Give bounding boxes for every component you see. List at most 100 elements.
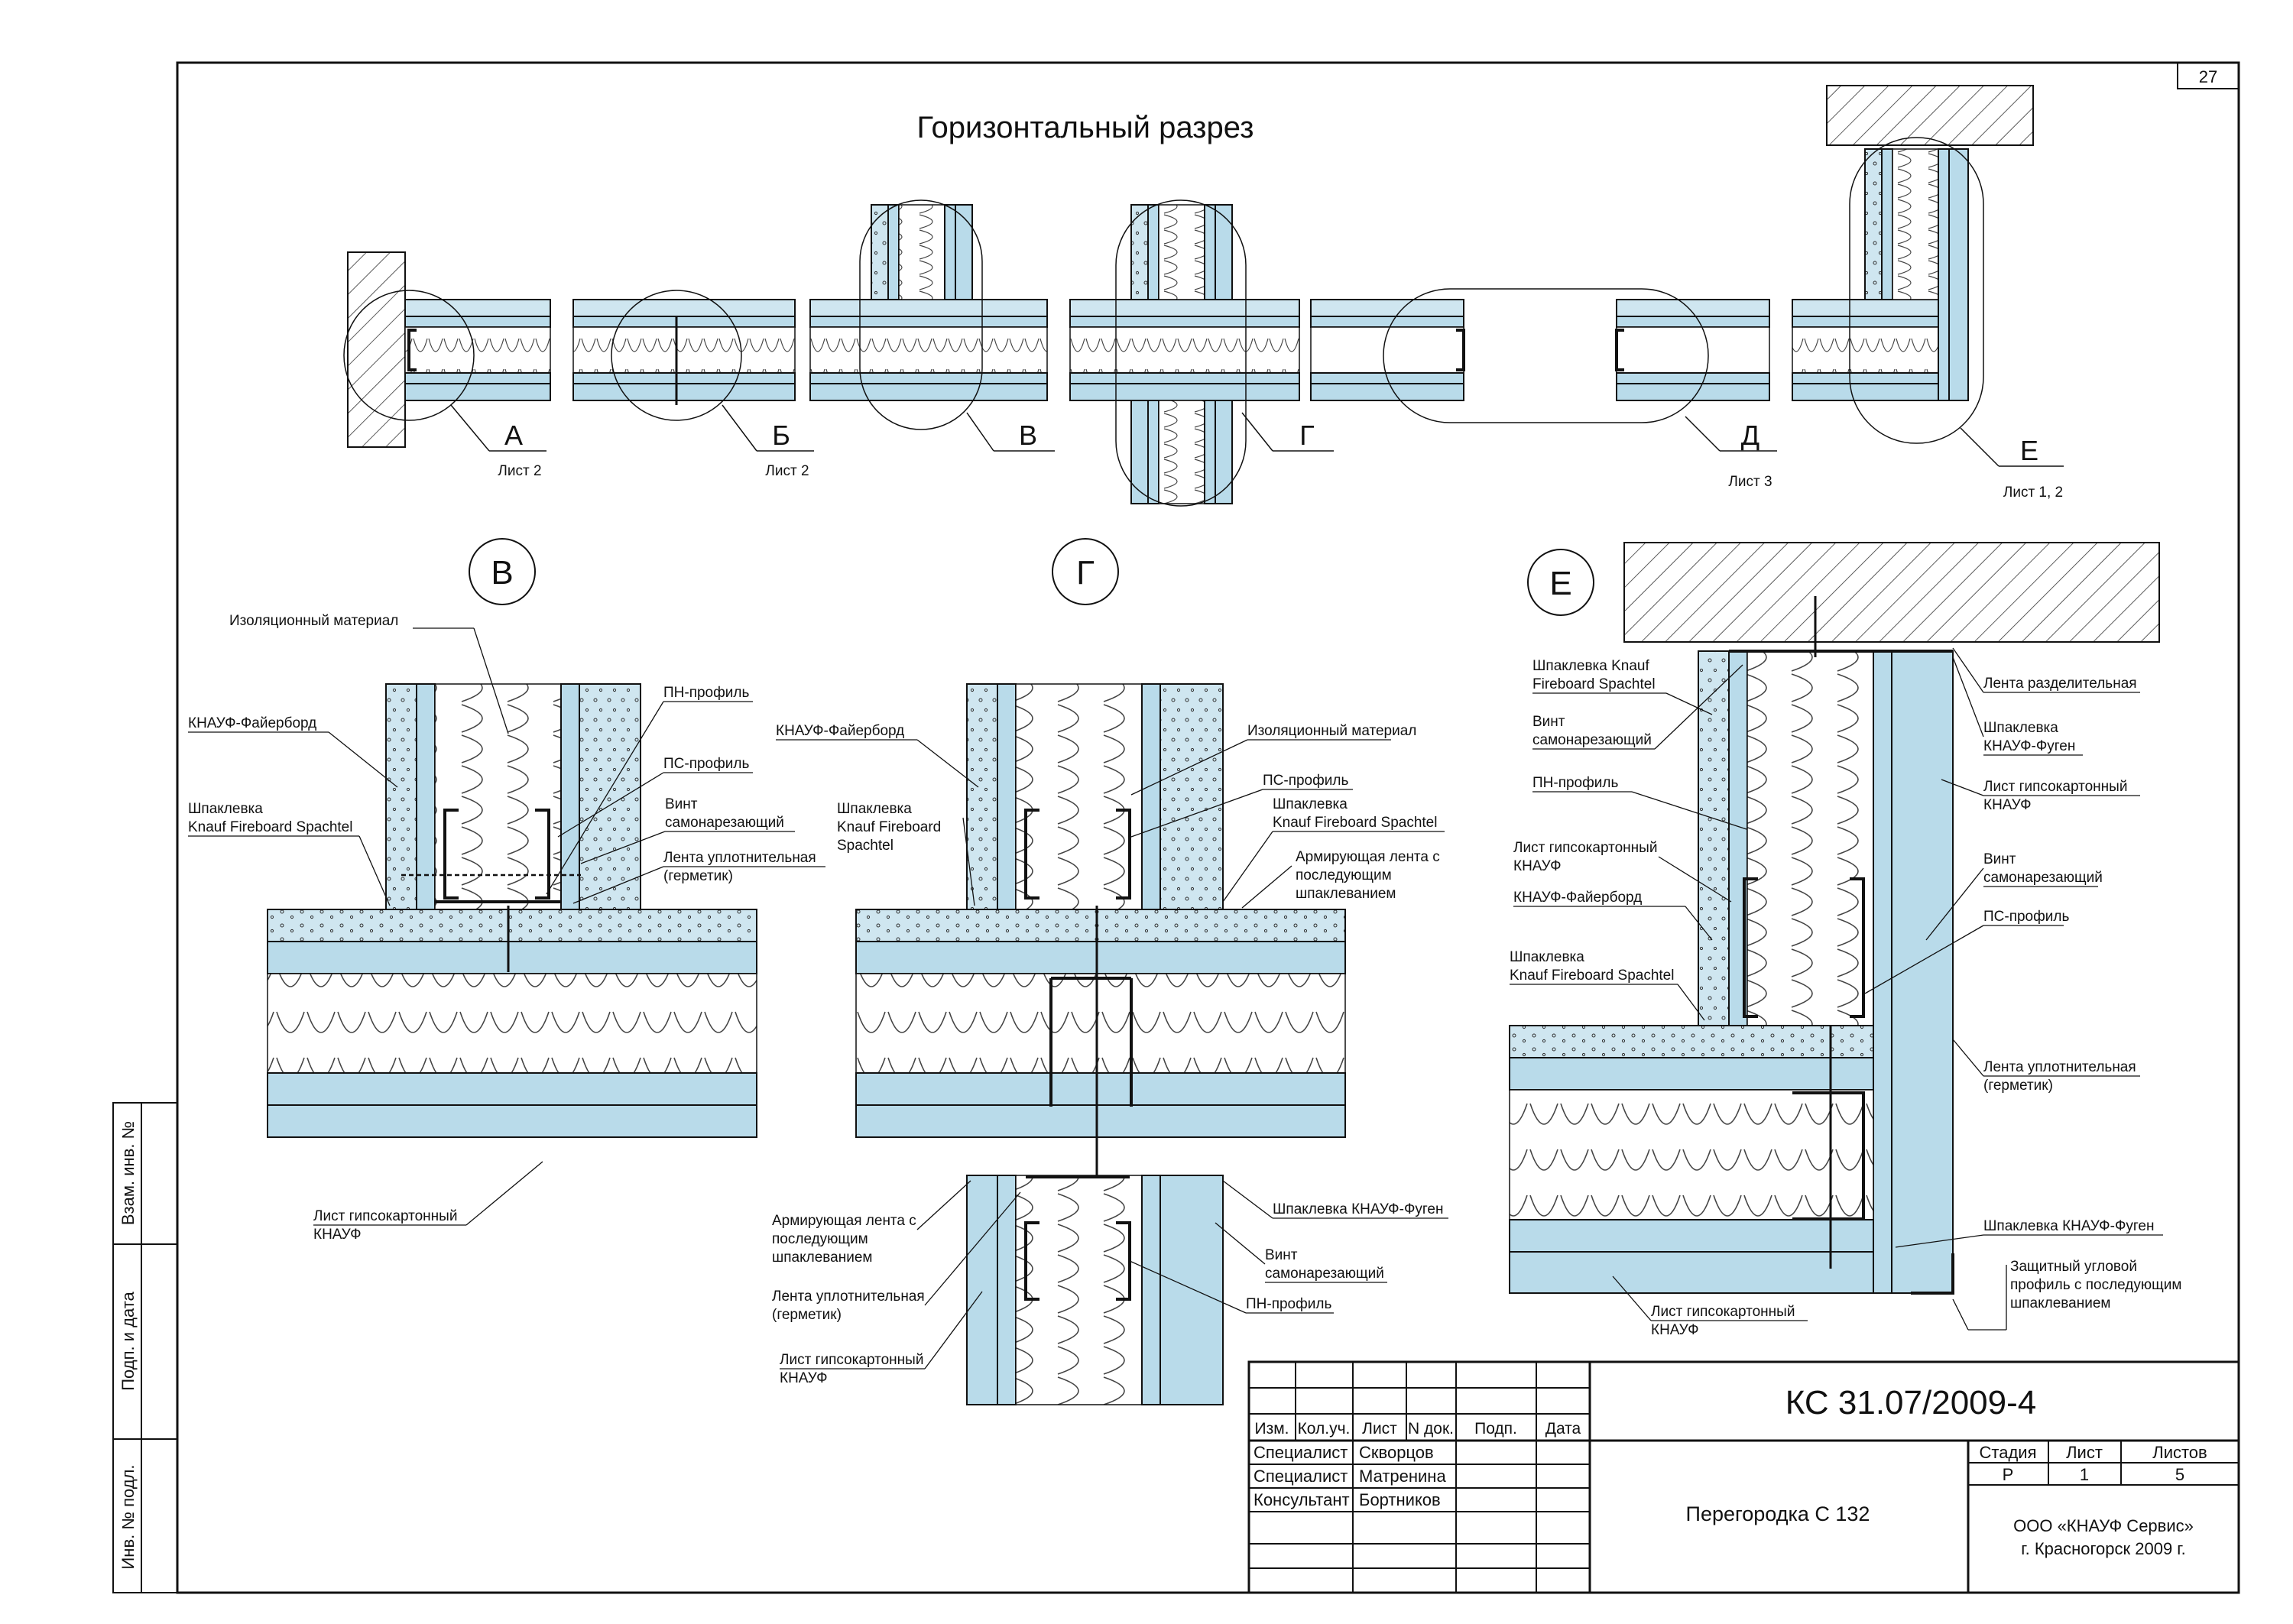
detail-e: Шпаклевка Knauf Fireboard Spachtel Винт … xyxy=(1509,542,2181,1338)
e-label-corner-3: шпаклеванием xyxy=(2010,1295,2110,1311)
overview-strip: А Лист 2 Б Лист 2 xyxy=(343,85,2064,507)
g-label-putty2-1: Шпаклевка xyxy=(1273,796,1348,812)
g-label-putty-3: Spachtel xyxy=(837,838,894,854)
page-number: 27 xyxy=(2199,67,2217,86)
e-label-gk-left-2: КНАУФ xyxy=(1513,858,1562,874)
e-label-putty-mid-1: Шпаклевка xyxy=(1510,949,1584,965)
detail-v-circle xyxy=(469,538,536,605)
tb-sheets: 5 xyxy=(2175,1465,2184,1484)
g-label-putty-1: Шпаклевка xyxy=(837,801,912,817)
g-label-screw-1: Винт xyxy=(1265,1247,1298,1263)
detail-v-letter: В xyxy=(491,554,513,592)
overview-letter-a: А xyxy=(504,420,523,451)
g-label-fireboard: КНАУФ-Файерборд xyxy=(776,723,904,739)
overview-sheet-d: Лист 3 xyxy=(1728,474,1772,490)
e-label-screw-r-2: самонарезающий xyxy=(1983,870,2103,886)
v-label-pn: ПН-профиль xyxy=(663,685,749,701)
stamp-label-3: Инв. № подл. xyxy=(118,1464,138,1569)
detail-v: Изоляционный материал КНАУФ-Файерборд ПН… xyxy=(188,613,825,1243)
tb-role-2: Специалист xyxy=(1254,1467,1348,1486)
e-label-sep-tape: Лента разделительная xyxy=(1983,676,2137,692)
e-label-putty-top-1: Шпаклевка Knauf xyxy=(1532,658,1649,674)
tb-name-1: Скворцов xyxy=(1359,1443,1434,1462)
stamp-label-2: Подп. и дата xyxy=(118,1291,138,1390)
v-label-insulation: Изоляционный материал xyxy=(229,613,398,629)
side-stamp: Взам. инв. № Подп. и дата Инв. № подл. xyxy=(112,1102,178,1593)
e-label-fugen: Шпаклевка КНАУФ-Фуген xyxy=(1983,1218,2154,1234)
g-label-arm-3: шпаклеванием xyxy=(1296,886,1396,902)
tb-header-date: Дата xyxy=(1545,1420,1581,1438)
tb-header-podp: Подп. xyxy=(1474,1420,1517,1438)
g-label-fugen: Шпаклевка КНАУФ-Фуген xyxy=(1273,1201,1443,1217)
e-label-putty-mid-2: Knauf Fireboard Spachtel xyxy=(1510,968,1674,984)
e-label-tape-1: Лента уплотнительная xyxy=(1983,1059,2136,1075)
e-label-gk-right-1: Лист гипсокартонный xyxy=(1983,779,2127,795)
tb-stage-header: Стадия xyxy=(1980,1443,2037,1462)
e-label-pn: ПН-профиль xyxy=(1532,775,1618,791)
e-label-fireboard: КНАУФ-Файерборд xyxy=(1513,890,1642,906)
v-label-gk-2: КНАУФ xyxy=(313,1227,362,1243)
overview-letter-g: Г xyxy=(1299,420,1315,451)
v-label-screw-2: самонарезающий xyxy=(665,815,784,831)
tb-header-list: Лист xyxy=(1362,1420,1397,1438)
g-label-putty-2: Knauf Fireboard xyxy=(837,819,941,835)
detail-g: КНАУФ-Файерборд Изоляционный материал ПС… xyxy=(772,683,1448,1405)
g-label-arm-2: последующим xyxy=(1296,867,1392,883)
overview-letter-d: Д xyxy=(1741,420,1759,451)
g-label-arm2-3: шпаклеванием xyxy=(772,1250,872,1266)
v-label-gk-1: Лист гипсокартонный xyxy=(313,1208,457,1224)
g-label-arm2-1: Армирующая лента с xyxy=(772,1213,916,1229)
drawing-title: Горизонтальный разрез xyxy=(917,111,1254,144)
g-label-pn: ПН-профиль xyxy=(1246,1296,1331,1312)
tb-header-kol: Кол.уч. xyxy=(1298,1420,1351,1438)
e-label-screw-r-1: Винт xyxy=(1983,851,2016,867)
overview-letter-b: Б xyxy=(772,420,790,451)
stamp-label-1: Взам. инв. № xyxy=(118,1121,138,1225)
overview-sheet-e: Лист 1, 2 xyxy=(2003,485,2063,501)
g-label-tape-2: (герметик) xyxy=(772,1307,842,1323)
e-label-gk-left-1: Лист гипсокартонный xyxy=(1513,840,1657,856)
e-label-fugen-top-1: Шпаклевка xyxy=(1983,720,2058,736)
tb-code: КС 31.07/2009-4 xyxy=(1785,1384,2036,1421)
e-label-gk-bot-2: КНАУФ xyxy=(1651,1322,1699,1338)
sheet-frame xyxy=(176,61,2240,1594)
g-label-gk-2: КНАУФ xyxy=(780,1370,828,1386)
detail-g-letter: Г xyxy=(1076,554,1095,592)
v-label-putty-2: Knauf Fireboard Spachtel xyxy=(188,819,352,835)
section-d xyxy=(1310,299,1770,401)
e-label-gk-bot-1: Лист гипсокартонный xyxy=(1651,1304,1795,1320)
overview-letter-v: В xyxy=(1019,420,1037,451)
ceiling-hatch-e xyxy=(1826,85,2034,146)
tb-header-ndok: N док. xyxy=(1408,1420,1454,1438)
tb-org-1: ООО «КНАУФ Сервис» xyxy=(2013,1516,2194,1535)
v-label-tape-1: Лента уплотнительная xyxy=(663,850,816,866)
section-b xyxy=(572,299,796,405)
v-label-screw-1: Винт xyxy=(665,796,698,812)
g-label-arm-1: Армирующая лента с xyxy=(1296,849,1440,865)
e-label-fugen-top-2: КНАУФ-Фуген xyxy=(1983,738,2075,754)
g-label-gk-1: Лист гипсокартонный xyxy=(780,1352,923,1368)
tb-name-3: Бортников xyxy=(1359,1490,1441,1509)
v-label-putty-1: Шпаклевка xyxy=(188,801,263,817)
e-label-tape-2: (герметик) xyxy=(1983,1078,2053,1094)
e-label-ps: ПС-профиль xyxy=(1983,909,2069,925)
detail-e-circle xyxy=(1527,549,1594,616)
tb-role-1: Специалист xyxy=(1254,1443,1348,1462)
v-label-fireboard: КНАУФ-Файерборд xyxy=(188,715,316,731)
g-label-insulation: Изоляционный материал xyxy=(1247,723,1416,739)
tb-sheet-header: Лист xyxy=(2066,1443,2103,1462)
tb-header-izm: Изм. xyxy=(1255,1420,1289,1438)
e-label-corner-1: Защитный угловой xyxy=(2010,1259,2137,1275)
tb-sheets-header: Листов xyxy=(2152,1443,2207,1462)
overview-letter-e: Е xyxy=(2020,435,2038,466)
tb-name: Перегородка С 132 xyxy=(1686,1502,1870,1525)
wall-hatch-a xyxy=(347,251,406,448)
overview-sheet-a: Лист 2 xyxy=(498,463,541,479)
page-number-box xyxy=(2177,62,2239,89)
g-label-putty2-2: Knauf Fireboard Spachtel xyxy=(1273,815,1437,831)
tb-stage: Р xyxy=(2003,1465,2014,1484)
g-label-ps: ПС-профиль xyxy=(1263,773,1348,789)
section-e xyxy=(1792,148,1969,401)
e-label-screw-top-2: самонарезающий xyxy=(1532,732,1652,748)
